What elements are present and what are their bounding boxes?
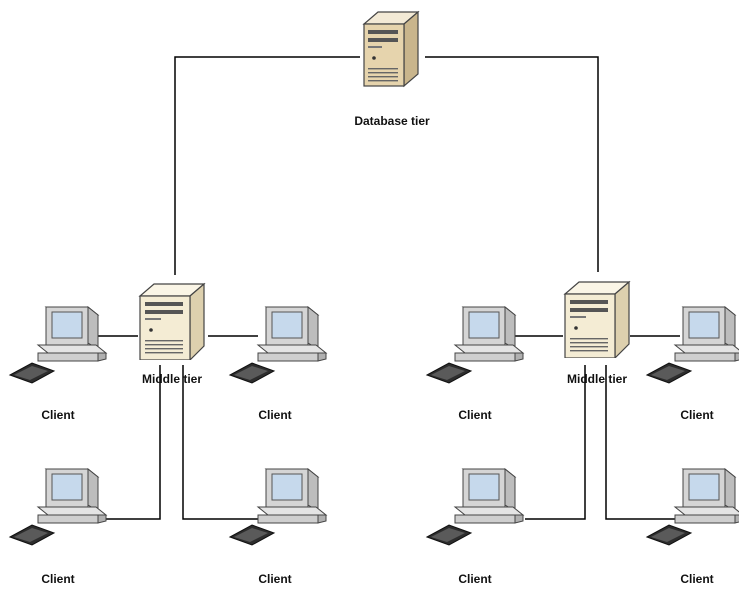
server-tower-icon [362, 10, 420, 88]
client-label: Client [680, 572, 714, 586]
server-tower-icon [138, 282, 206, 362]
client-computer [425, 305, 525, 385]
middle-tier-label-right: Middle tier [566, 372, 628, 386]
client-computer [228, 467, 328, 547]
connector-right-bottom-right-client [605, 365, 680, 520]
client-computer [228, 305, 328, 385]
connector-db-to-middle-right [425, 56, 599, 272]
client-computer [645, 467, 739, 547]
database-server [352, 8, 432, 88]
desktop-computer-icon [8, 467, 108, 546]
client-computer [8, 305, 108, 385]
desktop-computer-icon [8, 305, 108, 384]
middle-tier-server-left [130, 280, 210, 362]
client-label: Client [680, 408, 714, 422]
client-label: Client [41, 408, 75, 422]
client-label: Client [258, 408, 292, 422]
desktop-computer-icon [228, 467, 328, 546]
client-computer [645, 305, 739, 385]
client-computer [425, 467, 525, 547]
middle-tier-label-left: Middle tier [141, 372, 203, 386]
client-label: Client [41, 572, 75, 586]
connector-left-bottom-right-client [182, 365, 258, 520]
client-label: Client [458, 572, 492, 586]
connector-left-bottom-left-client [105, 365, 161, 520]
database-tier-label: Database tier [354, 114, 430, 128]
middle-tier-server-right [555, 278, 635, 360]
client-label: Client [258, 572, 292, 586]
desktop-computer-icon [645, 467, 739, 546]
connector-db-to-middle-left [174, 56, 360, 275]
client-label: Client [458, 408, 492, 422]
connector-right-bottom-left-client [525, 365, 586, 520]
desktop-computer-icon [425, 467, 525, 546]
desktop-computer-icon [645, 305, 739, 384]
desktop-computer-icon [228, 305, 328, 384]
server-tower-icon [563, 280, 631, 360]
client-computer [8, 467, 108, 547]
desktop-computer-icon [425, 305, 525, 384]
